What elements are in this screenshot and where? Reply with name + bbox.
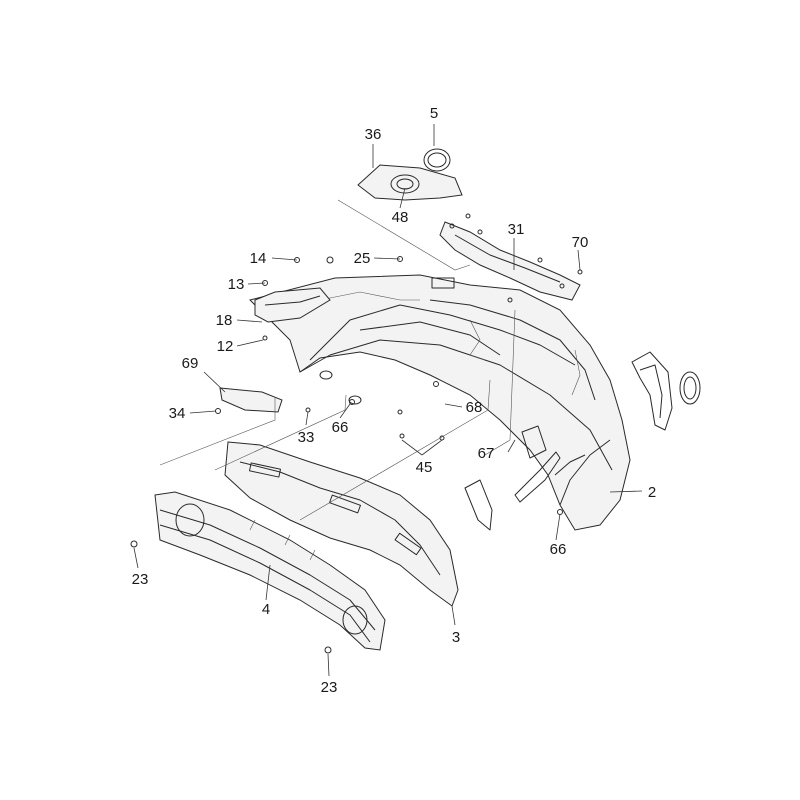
bracket-67 <box>464 425 561 531</box>
callout-14: 14 <box>250 250 267 267</box>
callout-45: 45 <box>416 459 433 476</box>
fog-lamp-bezel <box>357 164 463 201</box>
fog-lamp-ring <box>423 148 451 172</box>
callout-18: 18 <box>216 312 233 329</box>
left-side-bracket <box>254 287 331 323</box>
callout-66-upper: 66 <box>332 419 349 436</box>
leader-lines <box>133 124 643 677</box>
upper-retainer-bracket <box>439 221 581 301</box>
bumper-fascia <box>249 274 631 531</box>
callout-69: 69 <box>182 355 199 372</box>
reinforcement-beam <box>154 491 386 651</box>
callout-labels: 5 36 48 31 70 14 25 13 18 12 69 34 33 66… <box>132 105 657 696</box>
bracket-69 <box>219 387 283 413</box>
callout-48: 48 <box>392 209 409 226</box>
callout-3: 3 <box>452 629 460 646</box>
callout-13: 13 <box>228 276 245 293</box>
callout-2: 2 <box>648 484 656 501</box>
callout-12: 12 <box>217 338 234 355</box>
callout-5: 5 <box>430 105 438 122</box>
callout-33: 33 <box>298 429 315 446</box>
callout-23-left: 23 <box>132 571 149 588</box>
callout-70: 70 <box>572 234 589 251</box>
callout-36: 36 <box>365 126 382 143</box>
callout-34: 34 <box>169 405 186 422</box>
side-ring <box>679 371 701 405</box>
side-bezel <box>631 351 673 431</box>
callout-66-lower: 66 <box>550 541 567 558</box>
callout-31: 31 <box>508 221 525 238</box>
callout-23-bottom: 23 <box>321 679 338 696</box>
callout-4: 4 <box>262 601 270 618</box>
callout-67: 67 <box>478 445 495 462</box>
callout-68: 68 <box>466 399 483 416</box>
callout-25: 25 <box>354 250 371 267</box>
